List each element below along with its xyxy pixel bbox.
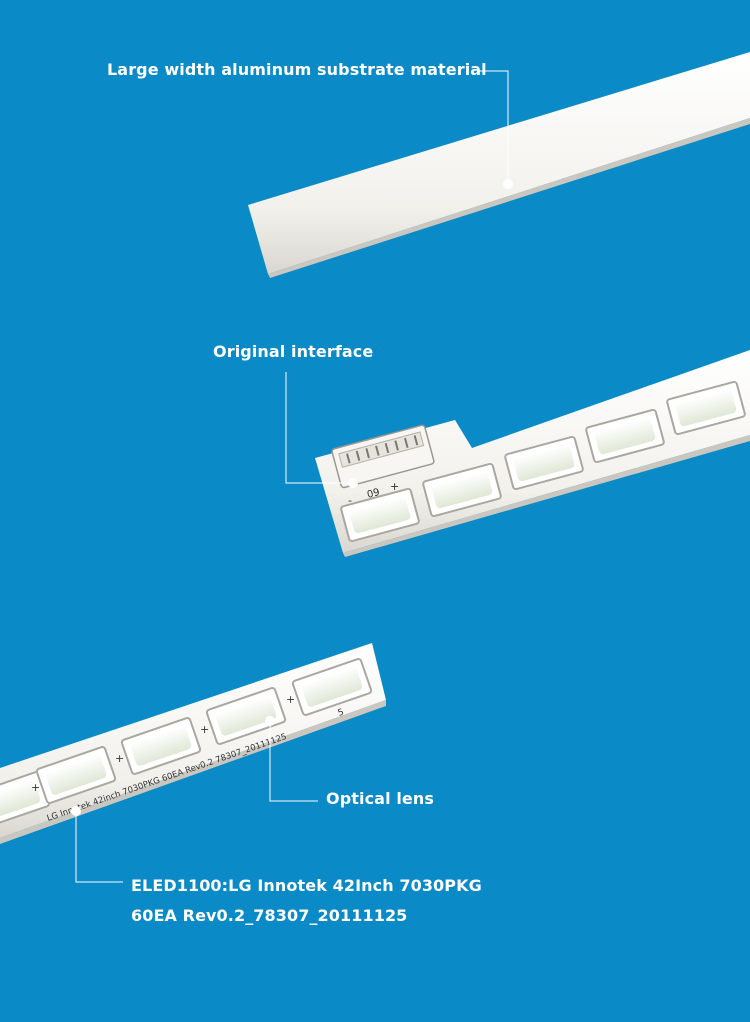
connector xyxy=(331,424,435,489)
led-row-interface xyxy=(340,380,746,543)
led-row-printed xyxy=(0,658,373,829)
interface-led-strip: 09 + - xyxy=(315,350,750,557)
lens-callout-dot xyxy=(265,716,275,726)
substrate-callout-dot xyxy=(503,179,513,189)
callout-dots xyxy=(71,179,513,816)
plus-mark: + xyxy=(115,752,124,765)
led xyxy=(35,746,117,804)
minus-mark: - xyxy=(348,494,352,507)
plus-mark: + xyxy=(390,480,399,493)
led xyxy=(120,717,202,775)
substrate-callout-label: Large width aluminum substrate material xyxy=(107,60,487,79)
led xyxy=(585,408,665,464)
plus-mark: + xyxy=(286,693,295,706)
led xyxy=(205,687,287,745)
plus-mark: + xyxy=(200,723,209,736)
led-index: 5 xyxy=(337,708,346,719)
model-line-1: ELED1100:LG Innotek 42Inch 7030PKG xyxy=(131,876,482,895)
interface-callout-label: Original interface xyxy=(213,342,374,361)
callout-lines xyxy=(75,70,509,883)
led xyxy=(504,435,584,491)
model-callout-dot xyxy=(71,806,81,816)
lens-callout-line xyxy=(269,722,318,802)
plus-mark: + xyxy=(31,781,40,794)
interface-callout-dot xyxy=(348,478,358,488)
printed-led-strip: LG Innotek 42inch 7030PKG 60EA Rev0.2 78… xyxy=(0,643,386,844)
aluminum-substrate-strip xyxy=(248,52,750,278)
led xyxy=(291,658,373,716)
substrate-callout-line xyxy=(478,70,509,183)
led xyxy=(666,380,746,436)
interface-callout-line xyxy=(285,372,353,484)
model-line-2: 60EA Rev0.2_78307_20111125 xyxy=(131,906,408,925)
lens-callout-label: Optical lens xyxy=(326,789,434,808)
model-callout-line xyxy=(75,812,123,883)
led xyxy=(422,462,502,518)
led xyxy=(340,487,420,543)
model-callout-label: ELED1100:LG Innotek 42Inch 7030PKG 60EA … xyxy=(131,871,482,931)
